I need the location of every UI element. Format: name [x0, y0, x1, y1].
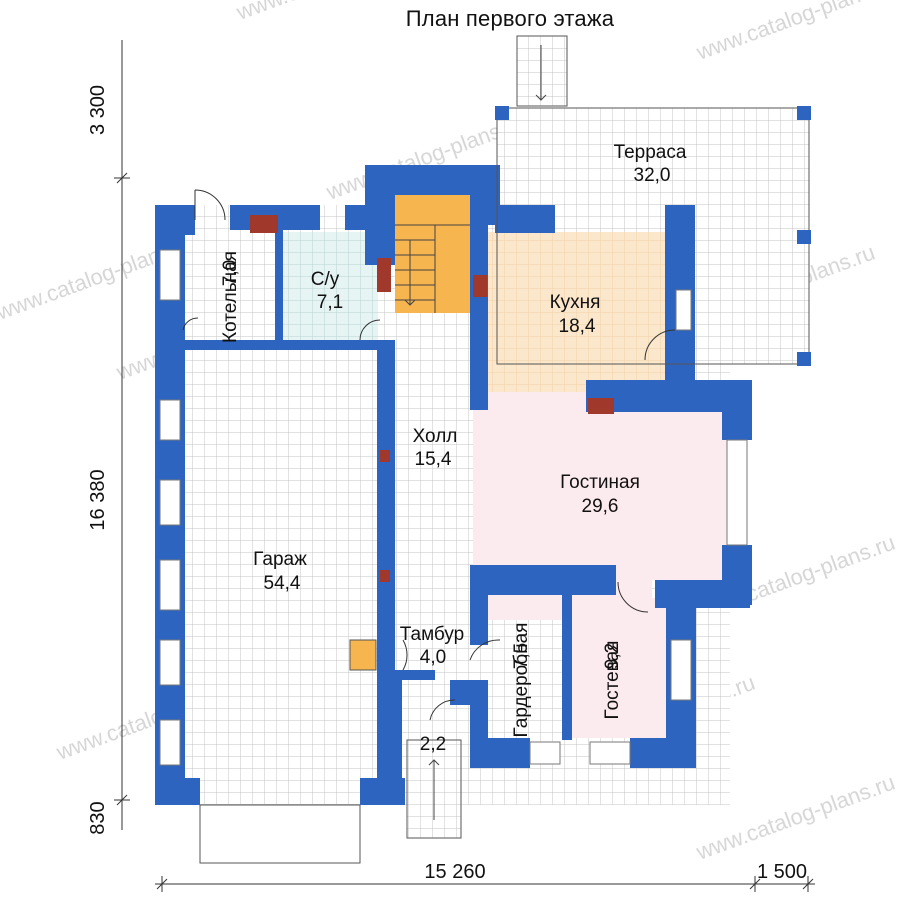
room-vestibule-area: 4,0: [420, 647, 446, 668]
room-vestibule-name: Тамбур: [400, 624, 465, 645]
watermark-2: www.catalog-plans.ru: [692, 0, 898, 65]
dim-main-horizontal: 15 260: [424, 861, 485, 883]
dimension-lines: [114, 40, 815, 892]
room-wardrobe-area: 7,5: [511, 643, 532, 669]
room-guest: Гостевая 9,2: [602, 641, 623, 720]
stair-detail: [349, 35, 568, 839]
room-boiler: Котельная 7,0: [220, 251, 241, 343]
room-living-name: Гостиная: [560, 472, 640, 493]
dim-right-horizontal: 1 500: [757, 861, 807, 883]
room-garage-area: 54,4: [264, 573, 301, 594]
room-guest-name: Гостевая: [602, 641, 623, 720]
chimneys: [250, 215, 614, 582]
room-hall-area: 15,4: [415, 449, 452, 470]
porch-area: 2,2: [420, 734, 446, 755]
room-living-area: 29,6: [582, 496, 619, 517]
plan-title: План первого этажа: [405, 6, 615, 31]
watermark-1: www.catalog-plans.ru: [232, 0, 438, 25]
terrace-frame: [495, 106, 811, 366]
room-guest-area: 9,2: [602, 643, 623, 669]
windows: [159, 249, 748, 766]
dim-main-vertical: 16 380: [87, 469, 109, 530]
room-terrace-name: Терраса: [614, 142, 687, 163]
room-wc-area: 7,1: [317, 292, 343, 313]
dim-top-vertical: 3 300: [87, 85, 109, 135]
room-garage-name: Гараж: [253, 549, 307, 570]
room-wc-name: С/у: [311, 269, 340, 290]
room-boiler-area: 7,0: [220, 260, 241, 286]
room-labels: Котельная 7,0 С/у 7,1 Кухня 18,4 Терраса…: [220, 142, 687, 755]
room-wardrobe-name: Гардеробная: [511, 623, 532, 738]
room-kitchen-name: Кухня: [550, 292, 601, 313]
room-wardrobe: Гардеробная 7,5: [511, 623, 532, 738]
room-boiler-name: Котельная: [220, 251, 241, 343]
room-hall-name: Холл: [413, 426, 458, 447]
doors: [182, 189, 676, 721]
dim-bottom-vertical: 830: [87, 801, 109, 834]
room-terrace-area: 32,0: [634, 165, 671, 186]
dimension-labels: 3 300 16 380 830 15 260 1 500: [87, 85, 807, 883]
room-kitchen-area: 18,4: [559, 316, 596, 337]
